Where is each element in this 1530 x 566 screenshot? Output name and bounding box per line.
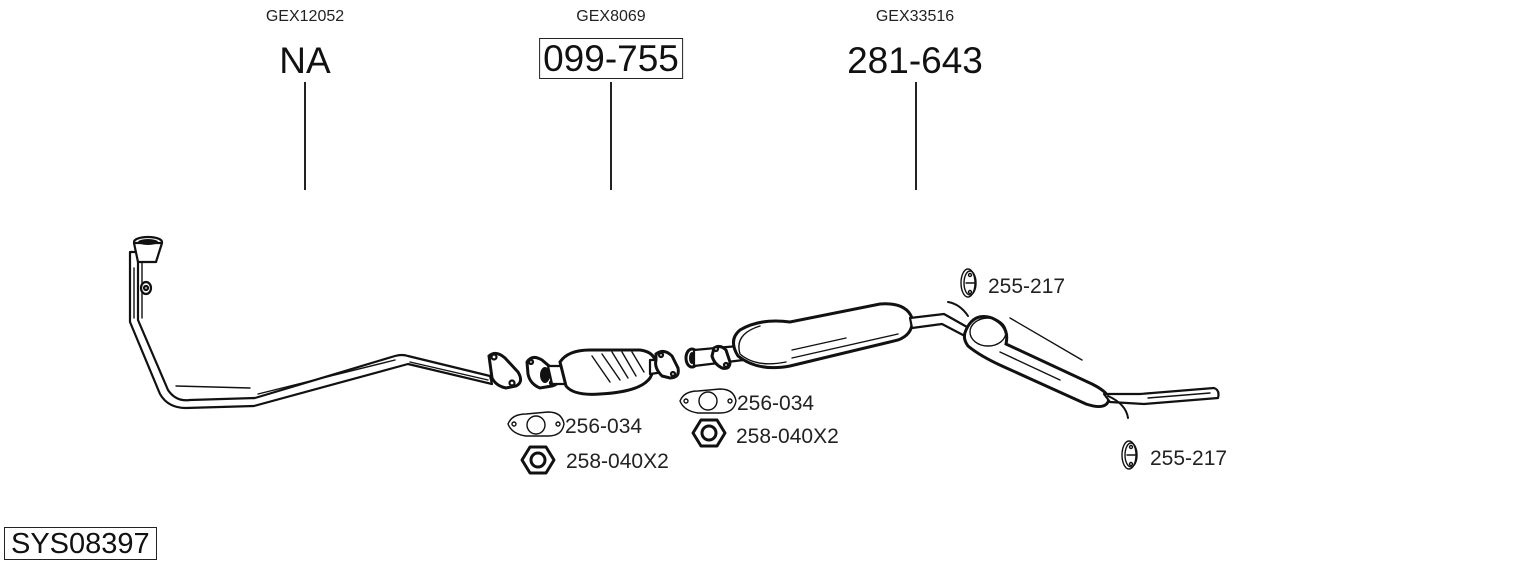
part-number-silencer[interactable]: 281-643 (847, 40, 983, 81)
leader-line-silencer (915, 82, 917, 190)
accessory-label-gasket-rear[interactable]: 256-034 (737, 392, 815, 415)
gasket-icon (679, 388, 737, 414)
accessory-label-mount-lower[interactable]: 255-217 (1150, 447, 1228, 470)
accessory-label-gasket-front[interactable]: 256-034 (565, 415, 643, 438)
part-code-silencer: GEX33516 (875, 8, 955, 25)
accessory-label-nut-front[interactable]: 258-040X2 (566, 450, 669, 473)
part-number-front-pipe[interactable]: NA (279, 40, 331, 81)
catalytic-converter-icon[interactable] (525, 348, 680, 396)
nut-icon (520, 445, 556, 475)
leader-line-front-pipe (304, 82, 306, 190)
part-code-catalytic-converter: GEX8069 (576, 8, 646, 25)
accessory-label-nut-rear[interactable]: 258-040X2 (736, 425, 839, 448)
rubber-mount-icon (1121, 440, 1138, 470)
front-pipe-icon[interactable] (128, 235, 523, 410)
gasket-icon (507, 411, 565, 437)
part-number-catalytic-converter[interactable]: 099-755 (539, 38, 683, 79)
accessory-label-mount-upper[interactable]: 255-217 (988, 275, 1066, 298)
leader-line-catalytic-converter (610, 82, 612, 190)
silencer-assembly-icon[interactable] (684, 301, 1220, 419)
system-id-badge: SYS08397 (4, 527, 157, 561)
nut-icon (691, 418, 727, 448)
rubber-mount-icon (960, 268, 977, 298)
part-code-front-pipe: GEX12052 (265, 8, 345, 25)
